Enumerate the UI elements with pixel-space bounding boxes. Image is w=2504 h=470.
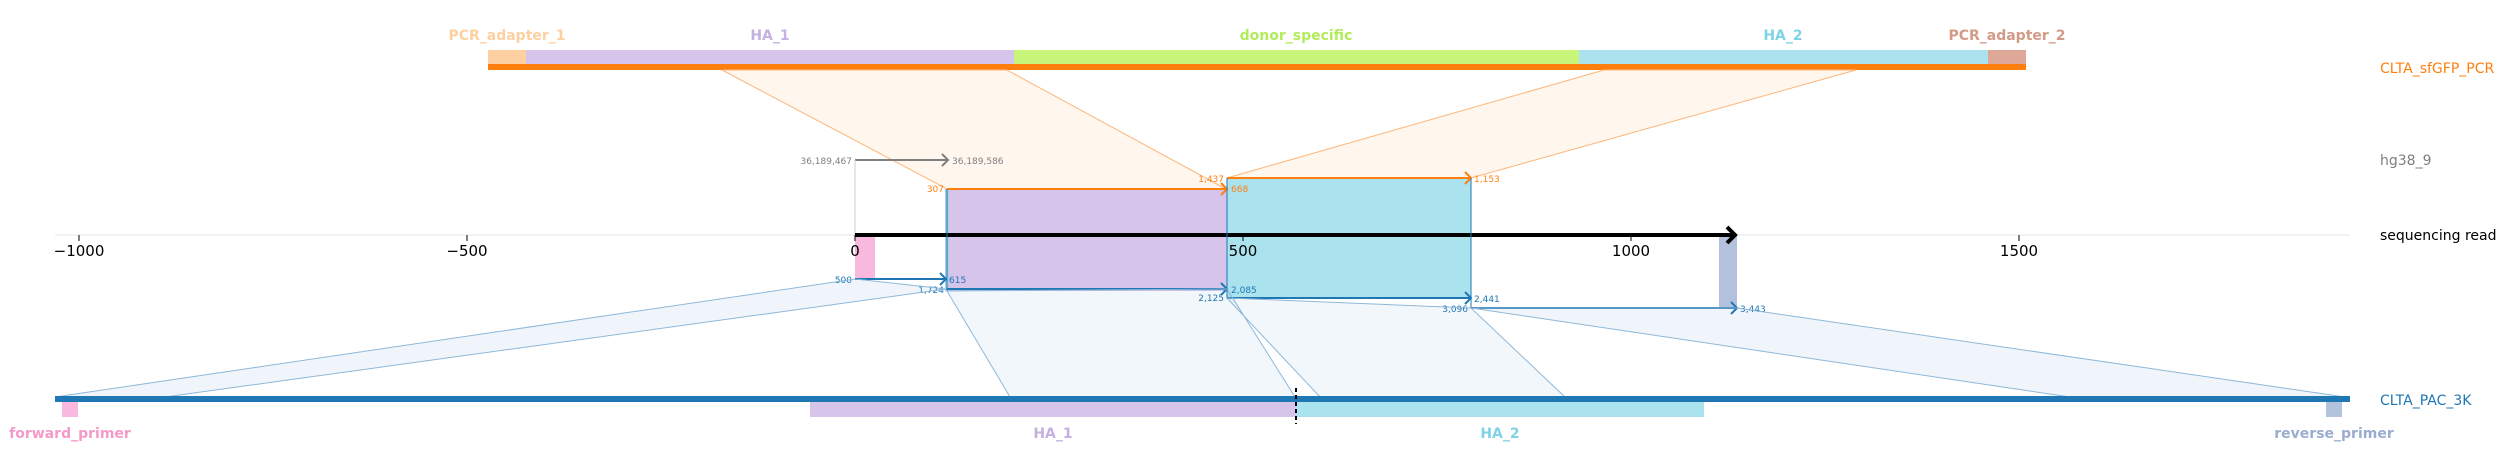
coord-ha2-end: 1,153 — [1474, 175, 1500, 185]
pac-ha2-block — [1296, 402, 1704, 417]
genome-end-coord: 36,189,586 — [952, 157, 1004, 167]
pac-reverse-primer-block — [2326, 402, 2342, 417]
track-label-pcr: CLTA_sfGFP_PCR — [2380, 61, 2494, 77]
pac-forward-primer-label: forward_primer — [9, 426, 131, 442]
coord-pac3-start: 3,096 — [1442, 305, 1468, 315]
genome-alignment-arrow — [941, 153, 950, 167]
pcr-ha2-label: HA_2 — [1763, 28, 1802, 44]
pcr-backbone-line — [488, 64, 2026, 70]
rev-projection-band — [1470, 307, 2346, 398]
genome-start-coord: 36,189,467 — [800, 157, 852, 167]
pcr-adapter-1-label: PCR_adapter_1 — [448, 28, 565, 44]
pcr-adapter-2-label: PCR_adapter_2 — [1948, 28, 2065, 44]
pcr-adapter-2-block — [1988, 50, 2026, 66]
axis-tick-label: 0 — [850, 242, 860, 260]
pac-ha1-label: HA_1 — [1033, 426, 1072, 442]
pac-projection-bands — [54, 278, 2346, 398]
pac-reverse-primer-label: reverse_primer — [2274, 426, 2394, 442]
axis-ticks: −1000 −500 0 500 1000 1500 — [54, 235, 2038, 260]
pac-backbone-line — [55, 396, 2350, 402]
read-axis: −1000 −500 0 500 1000 1500 sequencing read — [54, 225, 2496, 260]
ha1-projection-band — [721, 69, 1227, 190]
coord-pac2-start: 2,085 — [1231, 286, 1257, 296]
pcr-ha1-label: HA_1 — [750, 28, 789, 44]
axis-tick-label: 1000 — [1612, 242, 1650, 260]
axis-tick-label: −500 — [446, 242, 487, 260]
pcr-adapter-1-block — [488, 50, 526, 66]
coord-fwd-end: 615 — [949, 276, 966, 286]
read-forward-block — [855, 235, 875, 279]
pcr-donor-label: donor_specific — [1240, 28, 1353, 44]
pcr-alignments-on-read: 307 1,437 668 1,153 — [927, 171, 1500, 196]
genome-alignments: 36,189,467 36,189,586 hg38_9 — [800, 153, 2431, 235]
coord-ha1-start: 307 — [927, 185, 944, 195]
pac-construct: forward_primer HA_1 HA_2 reverse_primer … — [9, 388, 2472, 442]
track-label-pac: CLTA_PAC_3K — [2380, 393, 2472, 409]
coord-pac2-end: 2,441 — [1474, 295, 1500, 305]
pac-ha1-block — [810, 402, 1296, 417]
track-label-genome: hg38_9 — [2380, 153, 2431, 169]
read-end-block — [1719, 235, 1737, 308]
pcr-ha2-block — [1579, 50, 1988, 66]
sequencing-read-arrow — [1725, 225, 1738, 245]
pcr-ha1-block — [526, 50, 1014, 66]
axis-tick-label: 1500 — [2000, 242, 2038, 260]
coord-pac1-end: 2,125 — [1198, 294, 1224, 304]
pac-ha2-label: HA_2 — [1480, 426, 1519, 442]
pac-forward-primer-block — [62, 402, 78, 417]
track-label-read: sequencing read — [2380, 228, 2496, 244]
pcr-construct: PCR_adapter_1 HA_1 donor_specific HA_2 P… — [448, 28, 2494, 77]
coord-ha1-end: 1,437 — [1198, 175, 1224, 185]
read-ha2-block — [1227, 178, 1471, 299]
axis-tick-label: 500 — [1229, 242, 1258, 260]
pac-align-fwd-arrow — [939, 272, 948, 286]
ha2-projection-band — [1226, 69, 1857, 179]
read-ha1-block — [947, 189, 1227, 291]
fwd-projection-band — [54, 278, 947, 398]
axis-tick-label: −1000 — [54, 242, 105, 260]
coord-donor-end: 668 — [1231, 185, 1248, 195]
pcr-projection-bands — [721, 69, 1857, 190]
read-aligned-blocks — [855, 178, 1737, 308]
pcr-donor-block — [1014, 50, 1579, 66]
